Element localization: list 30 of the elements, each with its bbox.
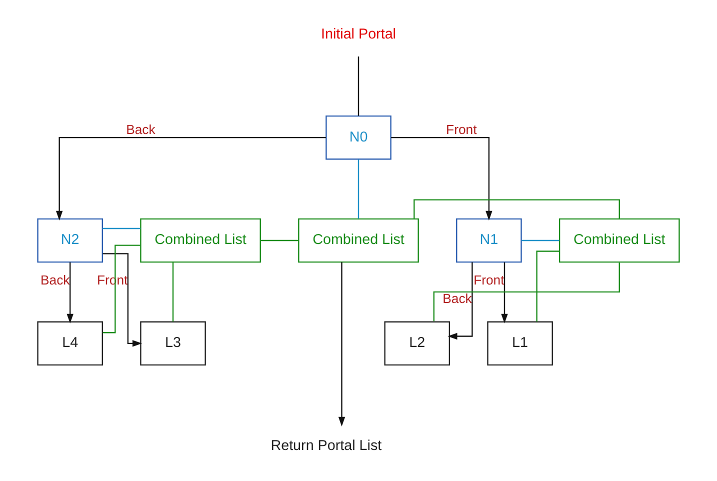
connector [414, 199, 620, 219]
connector [358, 56, 360, 116]
arrow [501, 262, 508, 324]
node-box: N1 [456, 218, 522, 263]
arrow [66, 262, 74, 324]
node-box: Combined List [140, 218, 261, 263]
arrow [391, 136, 492, 220]
edge-label: Back [126, 122, 156, 137]
arrow [56, 136, 326, 220]
edge-label: Front [446, 122, 477, 137]
connector [536, 250, 560, 322]
connector [358, 159, 360, 219]
connector [260, 240, 298, 242]
node-box: L2 [384, 321, 450, 366]
node-box: L3 [140, 321, 206, 366]
node-box: Combined List [298, 218, 419, 263]
connector [433, 262, 620, 322]
node-text: Return Portal List [270, 438, 382, 454]
node-box: L4 [37, 321, 103, 366]
node-box: N2 [37, 218, 103, 263]
connector [172, 262, 174, 322]
edge-label: Back [40, 272, 70, 288]
arrow [102, 253, 142, 347]
arrow [338, 262, 346, 426]
node-box: Combined List [558, 218, 680, 263]
connector [102, 228, 140, 230]
node-box: L1 [487, 321, 553, 366]
node-box: N0 [326, 115, 392, 160]
node-text: Initial Portal [320, 26, 396, 42]
connector [522, 240, 560, 242]
